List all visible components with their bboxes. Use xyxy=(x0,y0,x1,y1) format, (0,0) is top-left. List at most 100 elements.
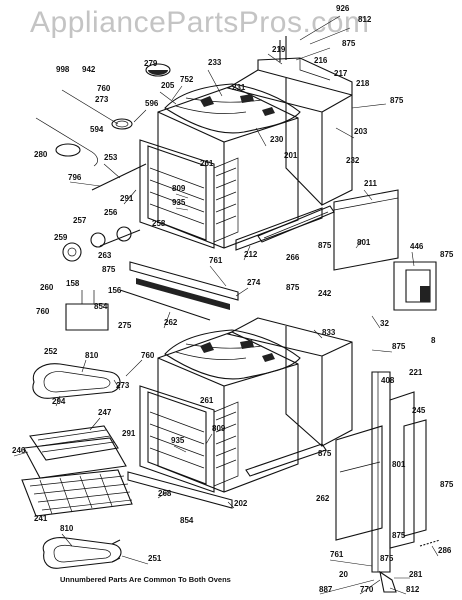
callout-217: 217 xyxy=(334,69,348,78)
callout-875: 875 xyxy=(392,531,406,540)
callout-259: 259 xyxy=(54,233,68,242)
callout-854: 854 xyxy=(180,516,194,525)
callout-280: 280 xyxy=(34,150,48,159)
callout-20: 20 xyxy=(339,570,348,579)
callout-230: 230 xyxy=(270,135,284,144)
callout-801: 801 xyxy=(392,460,406,469)
callout-32: 32 xyxy=(380,319,389,328)
callout-158: 158 xyxy=(66,279,80,288)
callout-261: 261 xyxy=(200,159,214,168)
callout-809: 809 xyxy=(172,184,186,193)
callout-258: 258 xyxy=(152,219,166,228)
callout-875: 875 xyxy=(380,554,394,563)
callout-221: 221 xyxy=(409,368,423,377)
callout-203: 203 xyxy=(354,127,368,136)
callout-926: 926 xyxy=(336,4,350,13)
callout-275: 275 xyxy=(118,321,132,330)
callout-408: 408 xyxy=(381,376,395,385)
callout-205: 205 xyxy=(161,81,175,90)
callout-263: 263 xyxy=(98,251,112,260)
callout-216: 216 xyxy=(314,56,328,65)
callout-810: 810 xyxy=(60,524,74,533)
callout-887: 887 xyxy=(319,585,333,594)
watermark: AppliancePartsPros.com xyxy=(30,6,370,39)
callout-833: 833 xyxy=(322,328,336,337)
callout-809: 809 xyxy=(212,424,226,433)
callout-252: 252 xyxy=(44,347,58,356)
callout-752: 752 xyxy=(180,75,194,84)
callout-273: 273 xyxy=(95,95,109,104)
callout-231: 231 xyxy=(232,83,246,92)
callout-8: 8 xyxy=(431,336,436,345)
callout-201: 201 xyxy=(284,151,298,160)
callout-810: 810 xyxy=(85,351,99,360)
callout-273: 273 xyxy=(116,381,130,390)
callout-219: 219 xyxy=(272,45,286,54)
upper-oven-assembly xyxy=(139,36,353,251)
callout-247: 247 xyxy=(98,408,112,417)
callout-279: 279 xyxy=(144,59,158,68)
callout-875: 875 xyxy=(440,480,454,489)
upper-side-panel xyxy=(333,189,399,271)
callout-760: 760 xyxy=(141,351,155,360)
lower-left-parts xyxy=(21,363,133,569)
callout-935: 935 xyxy=(171,436,185,445)
callout-268: 268 xyxy=(158,489,172,498)
callout-291: 291 xyxy=(120,194,134,203)
callout-875: 875 xyxy=(390,96,404,105)
callout-875: 875 xyxy=(342,39,356,48)
callout-796: 796 xyxy=(68,173,82,182)
callout-274: 274 xyxy=(247,278,261,287)
callout-761: 761 xyxy=(209,256,223,265)
callout-246: 246 xyxy=(12,446,26,455)
callout-812: 812 xyxy=(406,585,420,594)
callout-760: 760 xyxy=(36,307,50,316)
callout-875: 875 xyxy=(440,250,454,259)
callout-218: 218 xyxy=(356,79,370,88)
callout-256: 256 xyxy=(104,208,118,217)
callout-262: 262 xyxy=(164,318,178,327)
callout-594: 594 xyxy=(90,125,104,134)
callout-233: 233 xyxy=(208,58,222,67)
callout-812: 812 xyxy=(358,15,372,24)
callout-260: 260 xyxy=(40,283,54,292)
callout-262: 262 xyxy=(316,494,330,503)
callout-801: 801 xyxy=(357,238,371,247)
right-bracket xyxy=(393,261,437,311)
callout-875: 875 xyxy=(102,265,116,274)
callout-770: 770 xyxy=(360,585,374,594)
callout-281: 281 xyxy=(409,570,423,579)
callout-942: 942 xyxy=(82,65,96,74)
callout-253: 253 xyxy=(104,153,118,162)
callout-245: 245 xyxy=(412,406,426,415)
callout-291: 291 xyxy=(122,429,136,438)
callout-761: 761 xyxy=(330,550,344,559)
callout-998: 998 xyxy=(56,65,70,74)
callout-211: 211 xyxy=(364,179,377,188)
leader-lines xyxy=(13,15,439,595)
callout-596: 596 xyxy=(145,99,159,108)
callout-266: 266 xyxy=(286,253,300,262)
footnote: Unnumbered Parts Are Common To Both Oven… xyxy=(60,575,231,584)
callout-257: 257 xyxy=(73,216,87,225)
callout-446: 446 xyxy=(410,242,424,251)
callout-875: 875 xyxy=(286,283,300,292)
callout-875: 875 xyxy=(318,241,332,250)
callout-156: 156 xyxy=(108,286,122,295)
callout-261: 261 xyxy=(200,396,214,405)
callout-875: 875 xyxy=(392,342,406,351)
callout-294: 294 xyxy=(52,397,66,406)
lower-oven-assembly xyxy=(127,317,353,509)
callout-232: 232 xyxy=(346,156,360,165)
callout-labels: 926 812 219 875 216 217 218 233 998 942 279 752 760 2… xyxy=(12,4,454,594)
callout-935: 935 xyxy=(172,198,186,207)
lower-side-panels xyxy=(335,371,441,593)
callout-241: 241 xyxy=(34,514,48,523)
callout-212: 212 xyxy=(244,250,258,259)
callout-760: 760 xyxy=(97,84,111,93)
callout-854: 854 xyxy=(94,302,108,311)
callout-875: 875 xyxy=(318,449,332,458)
callout-202: 202 xyxy=(234,499,248,508)
callout-242: 242 xyxy=(318,289,332,298)
